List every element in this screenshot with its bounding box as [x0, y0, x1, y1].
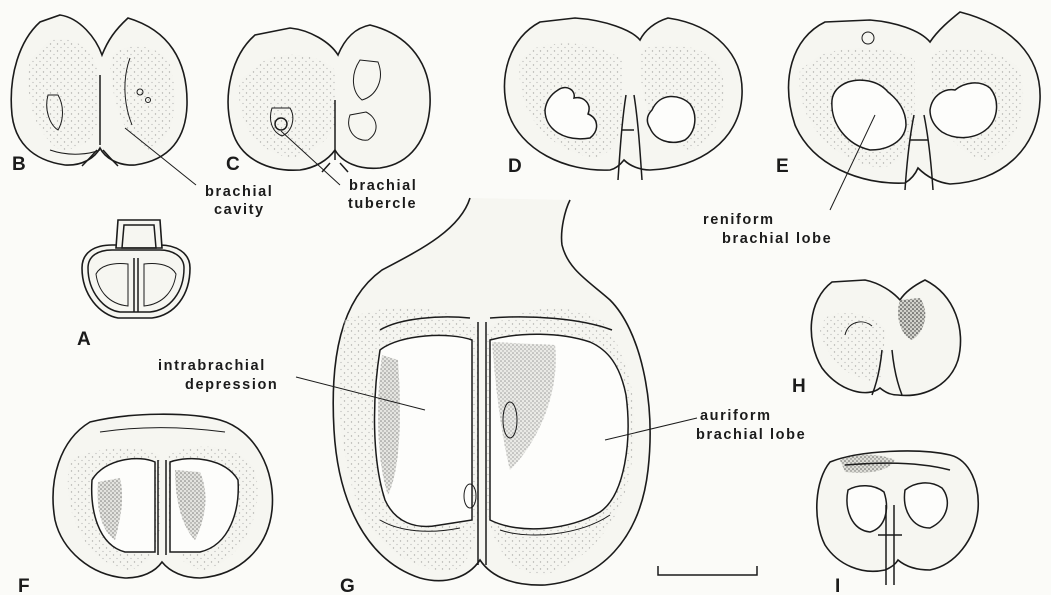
label-brachial-tubercle: brachial tubercle	[348, 178, 423, 212]
panel-label-b: B	[12, 154, 26, 175]
panel-label-h: H	[792, 376, 806, 397]
label-reniform-brachial-lobe: reniform brachial lobe	[703, 212, 832, 247]
panel-i-valve	[817, 451, 978, 585]
panel-h-valve	[811, 280, 960, 395]
panel-c-valve	[228, 25, 430, 172]
panel-label-a: A	[77, 329, 91, 350]
panel-label-g: G	[340, 576, 355, 595]
panel-a-shell	[82, 220, 190, 318]
label-auriform-brachial-lobe: auriform brachial lobe	[696, 408, 806, 443]
panel-d-valve	[505, 18, 743, 180]
panel-label-f: F	[18, 576, 30, 595]
panel-b-valve	[11, 15, 187, 166]
panel-label-i: I	[835, 576, 840, 595]
label-brachial-cavity: brachial cavity	[205, 184, 279, 218]
panel-label-c: C	[226, 154, 240, 175]
panel-f-valve	[53, 414, 272, 578]
panel-e-valve	[789, 12, 1040, 190]
label-intrabrachial-depression: intrabrachial depression	[158, 358, 278, 393]
panel-label-e: E	[776, 156, 789, 177]
panel-g-valve	[333, 198, 650, 585]
scale-bar	[658, 566, 757, 575]
panel-label-d: D	[508, 156, 522, 177]
